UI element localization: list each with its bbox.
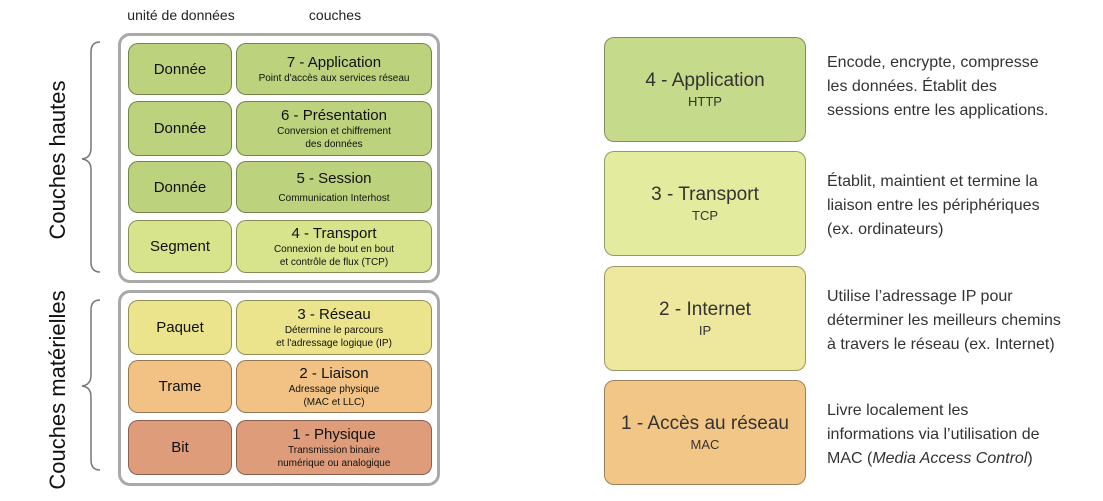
tcpip-layer-title: 3 - Transport [651, 183, 759, 205]
tcpip-layer-3-description: Établit, maintient et termine la liaison… [827, 170, 1040, 242]
layers-header: couches [308, 7, 362, 23]
tcpip-layer-1: 1 - Accès au réseau MAC [604, 380, 806, 485]
layer-description: Conversion et chiffrement [277, 125, 391, 137]
layer-title: 2 - Liaison [299, 364, 369, 382]
lower-layers-group [118, 290, 440, 486]
osi-layer-3: 3 - Réseau Détermine le parcours et l'ad… [236, 300, 432, 355]
layer-title: 6 - Présentation [281, 106, 387, 124]
layer-description: Détermine le parcours [284, 324, 384, 336]
tcpip-layer-4-description: Encode, encrypte, compresse les données.… [827, 51, 1048, 123]
osi-layer-5: 5 - Session Communication Interhost [236, 161, 432, 213]
osi-layer-6: 6 - Présentation Conversion et chiffreme… [236, 101, 432, 156]
data-unit-layer-4: Segment [128, 220, 232, 273]
layer-title: 5 - Session [296, 169, 372, 187]
tcpip-layer-protocol: MAC [690, 436, 720, 452]
description-line: liaison entre les périphériques [827, 197, 1040, 214]
data-unit-layer-2: Trame [128, 360, 232, 413]
description-text: ) [1027, 450, 1033, 467]
lower-brace [81, 299, 101, 471]
data-unit-header: unité de données [127, 7, 235, 23]
description-line: les données. Établit des [827, 78, 997, 95]
layer-description: Communication Interhost [278, 192, 390, 204]
data-unit-layer-3: Paquet [128, 300, 232, 355]
tcpip-layer-protocol: IP [698, 322, 712, 338]
layer-description: Adressage physique [288, 383, 380, 395]
tcpip-layer-3: 3 - Transport TCP [604, 151, 806, 256]
description-line: Établit, maintient et termine la [827, 173, 1038, 190]
osi-layer-7: 7 - Application Point d'accès aux servic… [236, 43, 432, 95]
layer-description: et contrôle de flux (TCP) [279, 256, 389, 268]
layer-description: Point d'accès aux services réseau [258, 72, 410, 84]
osi-layer-1: 1 - Physique Transmission binaire numéri… [236, 420, 432, 475]
tcpip-layer-title: 2 - Internet [659, 298, 751, 320]
layer-title: 3 - Réseau [297, 305, 371, 323]
tcpip-layer-2-description: Utilise l’adressage IP pour déterminer l… [827, 285, 1061, 357]
description-line: sessions entre les applications. [827, 102, 1049, 119]
description-line: à travers le réseau (ex. Internet) [827, 336, 1055, 353]
layer-description: et l'adressage logique (IP) [276, 337, 392, 349]
layer-title: 1 - Physique [292, 425, 376, 443]
layer-description: (MAC et LLC) [303, 396, 365, 408]
tcpip-layer-2: 2 - Internet IP [604, 266, 806, 371]
tcpip-layer-title: 1 - Accès au réseau [621, 412, 789, 434]
tcpip-layer-protocol: HTTP [688, 93, 722, 109]
tcpip-layer-protocol: TCP [692, 207, 718, 223]
upper-layers-group [118, 33, 440, 283]
description-italic-text: Media Access Control [872, 450, 1028, 467]
description-line: (ex. ordinateurs) [827, 221, 944, 238]
tcpip-layer-1-description: Livre localement les informations via l’… [827, 399, 1040, 471]
data-unit-layer-1: Bit [128, 420, 232, 475]
layer-title: 4 - Transport [291, 224, 377, 242]
lower-group-label: Couches matérielles [45, 290, 70, 490]
osi-layer-2: 2 - Liaison Adressage physique (MAC et L… [236, 360, 432, 413]
layer-description: des données [305, 138, 363, 150]
data-unit-layer-6: Donnée [128, 101, 232, 156]
tcpip-layer-4: 4 - Application HTTP [604, 37, 806, 142]
description-line: déterminer les meilleurs chemins [827, 312, 1061, 329]
description-line: MAC (Media Access Control) [827, 447, 1040, 471]
description-line: Utilise l’adressage IP pour [827, 288, 1013, 305]
layer-description: numérique ou analogique [277, 457, 391, 469]
description-line: Livre localement les [827, 402, 969, 419]
layer-description: Transmission binaire [288, 444, 380, 456]
upper-group-label: Couches hautes [45, 80, 70, 240]
layer-title: 7 - Application [286, 53, 382, 71]
data-unit-layer-5: Donnée [128, 161, 232, 213]
description-text: MAC ( [827, 450, 873, 467]
upper-brace [81, 41, 101, 273]
osi-layer-4: 4 - Transport Connexion de bout en bout … [236, 220, 432, 273]
layer-description: Connexion de bout en bout [273, 243, 395, 255]
data-unit-layer-7: Donnée [128, 43, 232, 95]
tcpip-layer-title: 4 - Application [645, 69, 765, 91]
group-braces [81, 41, 101, 471]
description-line: informations via l’utilisation de [827, 426, 1040, 443]
description-line: Encode, encrypte, compresse [827, 54, 1039, 71]
